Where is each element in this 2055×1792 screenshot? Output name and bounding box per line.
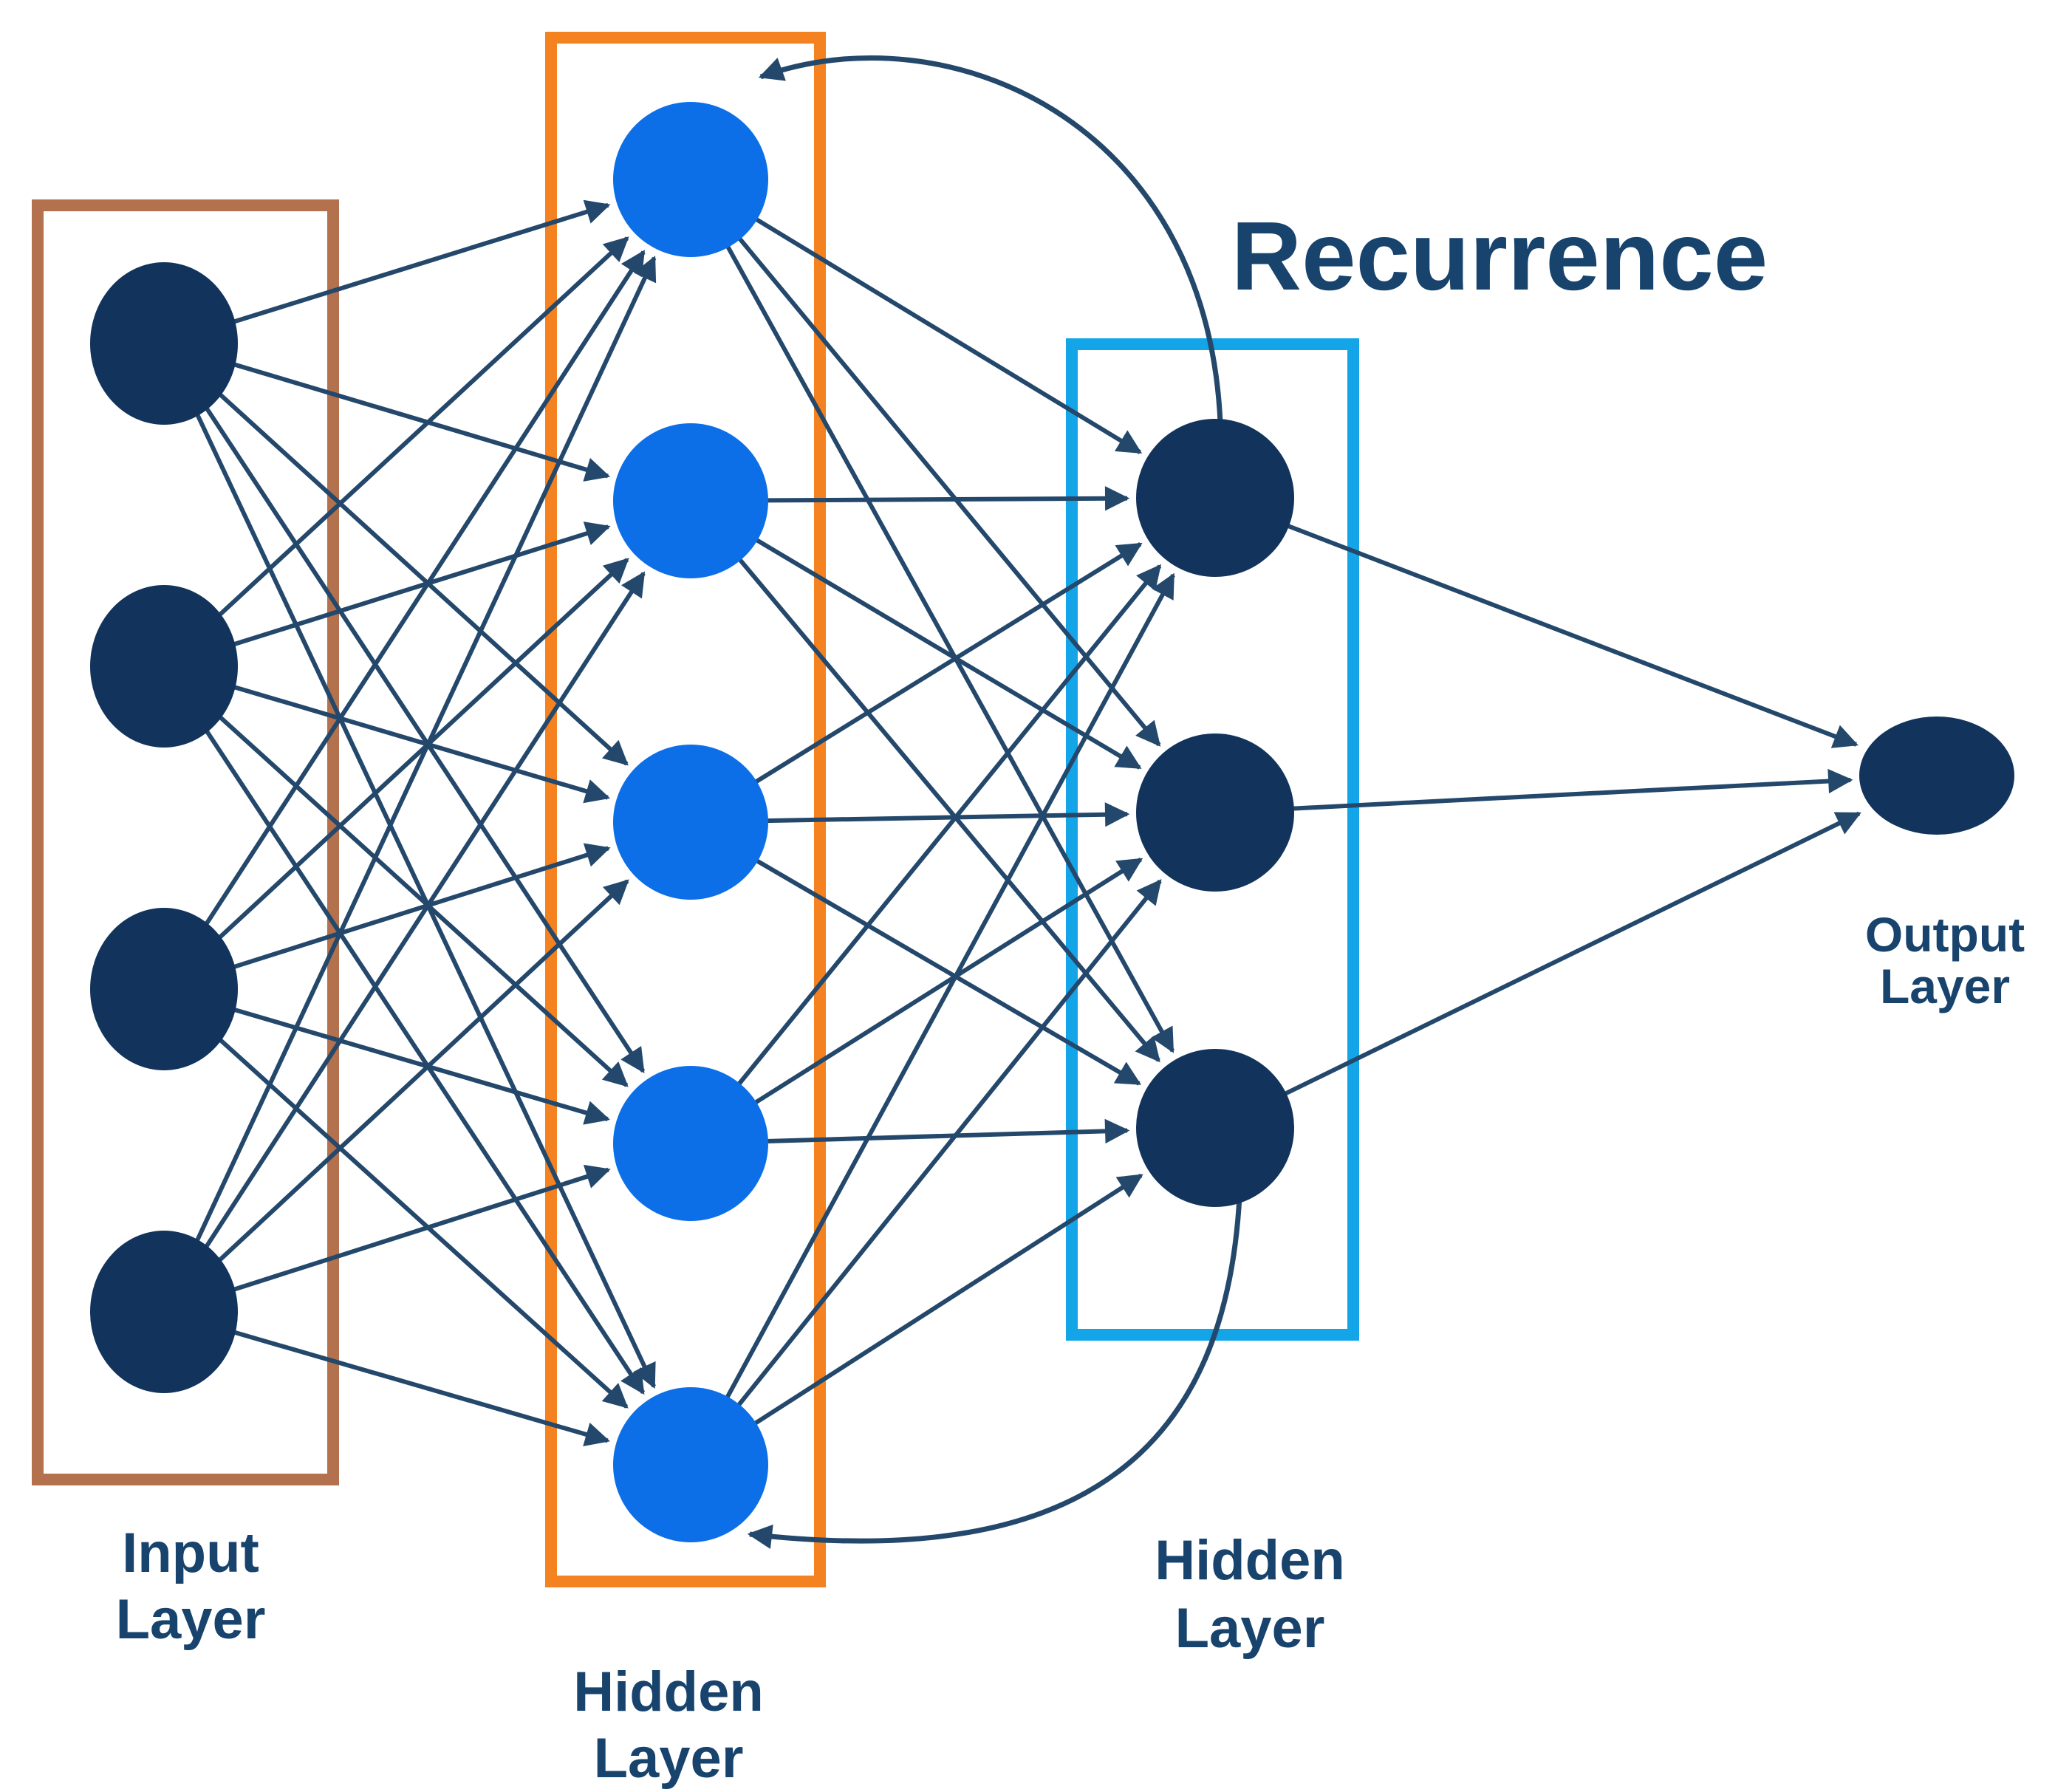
hidden2-node-2 — [1136, 733, 1294, 892]
edge-input-to-hidden1 — [163, 843, 611, 991]
edge-hidden1-to-hidden2 — [689, 499, 1142, 770]
input-node-1 — [90, 262, 238, 425]
input-node-2 — [90, 585, 238, 748]
edge-input-to-hidden1 — [162, 665, 646, 1395]
edge-input-to-hidden1 — [163, 987, 610, 1125]
edge-input-to-hidden1 — [162, 664, 629, 1087]
edge-hidden1-to-hidden2 — [688, 178, 1161, 747]
edge-input-to-hidden1 — [163, 341, 611, 482]
hidden1-layer-box — [545, 32, 826, 1587]
input-node-3 — [90, 908, 238, 1070]
hidden1-node-4 — [613, 1066, 768, 1221]
edge-input-to-hidden1 — [162, 256, 657, 1313]
edge-hidden1-to-hidden2 — [689, 820, 1142, 1086]
edge-input-to-hidden1 — [163, 521, 611, 668]
recurrence-arcs — [747, 55, 1242, 1549]
recurrence-label: Recurrence — [1231, 202, 1768, 310]
hidden-layer-1-label-line2: Layer — [594, 1727, 744, 1790]
edge-hidden2-to-output — [1214, 496, 1859, 748]
edge-input-to-hidden1 — [162, 342, 656, 1389]
edge-input-to-hidden1 — [162, 341, 629, 766]
hidden2-node-3 — [1136, 1049, 1294, 1207]
edge-input-to-hidden1 — [163, 664, 611, 804]
edge-hidden1-to-hidden2 — [688, 564, 1162, 1145]
input-layer-label-line1: Input — [122, 1522, 259, 1584]
edge-input-to-hidden1 — [162, 571, 646, 1313]
hidden-layer-2-label-line1: Hidden — [1155, 1529, 1345, 1592]
output-layer-label-line1: Output — [1865, 907, 2025, 962]
recurrence-arc-2 — [747, 1196, 1242, 1549]
hidden1-node-3 — [613, 745, 768, 900]
output-layer-label-line2: Layer — [1880, 959, 2010, 1013]
edge-hidden1-to-hidden2 — [688, 178, 1175, 1053]
labels: Recurrence Input Layer Hidden Layer Hidd… — [116, 202, 2025, 1790]
hidden1-node-5 — [613, 1387, 768, 1542]
edge-input-to-hidden1 — [162, 236, 629, 668]
edge-input-to-hidden1 — [163, 199, 611, 346]
edge-input-to-hidden1 — [163, 1164, 611, 1314]
edge-hidden1-to-hidden2 — [689, 857, 1143, 1146]
edge-input-to-hidden1 — [162, 250, 646, 991]
input-layer-label-line2: Layer — [116, 1588, 266, 1651]
edge-input-to-hidden1 — [163, 1310, 610, 1447]
edge-hidden1-to-hidden2 — [689, 1173, 1143, 1467]
hidden-layer-2-label-line2: Layer — [1175, 1597, 1325, 1660]
edge-hidden1-to-hidden2 — [689, 542, 1143, 824]
hidden1-node-1 — [613, 102, 768, 257]
edge-input-to-hidden1 — [162, 987, 629, 1409]
edge-input-to-hidden1 — [162, 879, 629, 1314]
edge-hidden1-to-hidden2 — [688, 499, 1160, 1063]
edge-hidden1-to-hidden2 — [688, 572, 1175, 1466]
edge-hidden2-to-output — [1214, 811, 1861, 1130]
input-node-4 — [90, 1231, 238, 1393]
edge-hidden1-to-hidden2 — [689, 177, 1143, 454]
output-node-1 — [1859, 717, 2014, 835]
nodes — [90, 102, 2014, 1542]
edge-input-to-hidden1 — [162, 342, 646, 1074]
connection-lines — [162, 177, 1861, 1467]
edge-input-to-hidden1 — [162, 558, 629, 991]
input-layer-box — [32, 199, 339, 1485]
edge-hidden1-to-hidden2 — [688, 879, 1162, 1466]
edge-hidden2-to-output — [1214, 768, 1853, 815]
recurrence-arc-1 — [758, 55, 1223, 423]
hidden-layer-1-label-line1: Hidden — [573, 1661, 764, 1723]
hidden1-node-2 — [613, 423, 768, 578]
hidden2-node-1 — [1136, 419, 1294, 577]
